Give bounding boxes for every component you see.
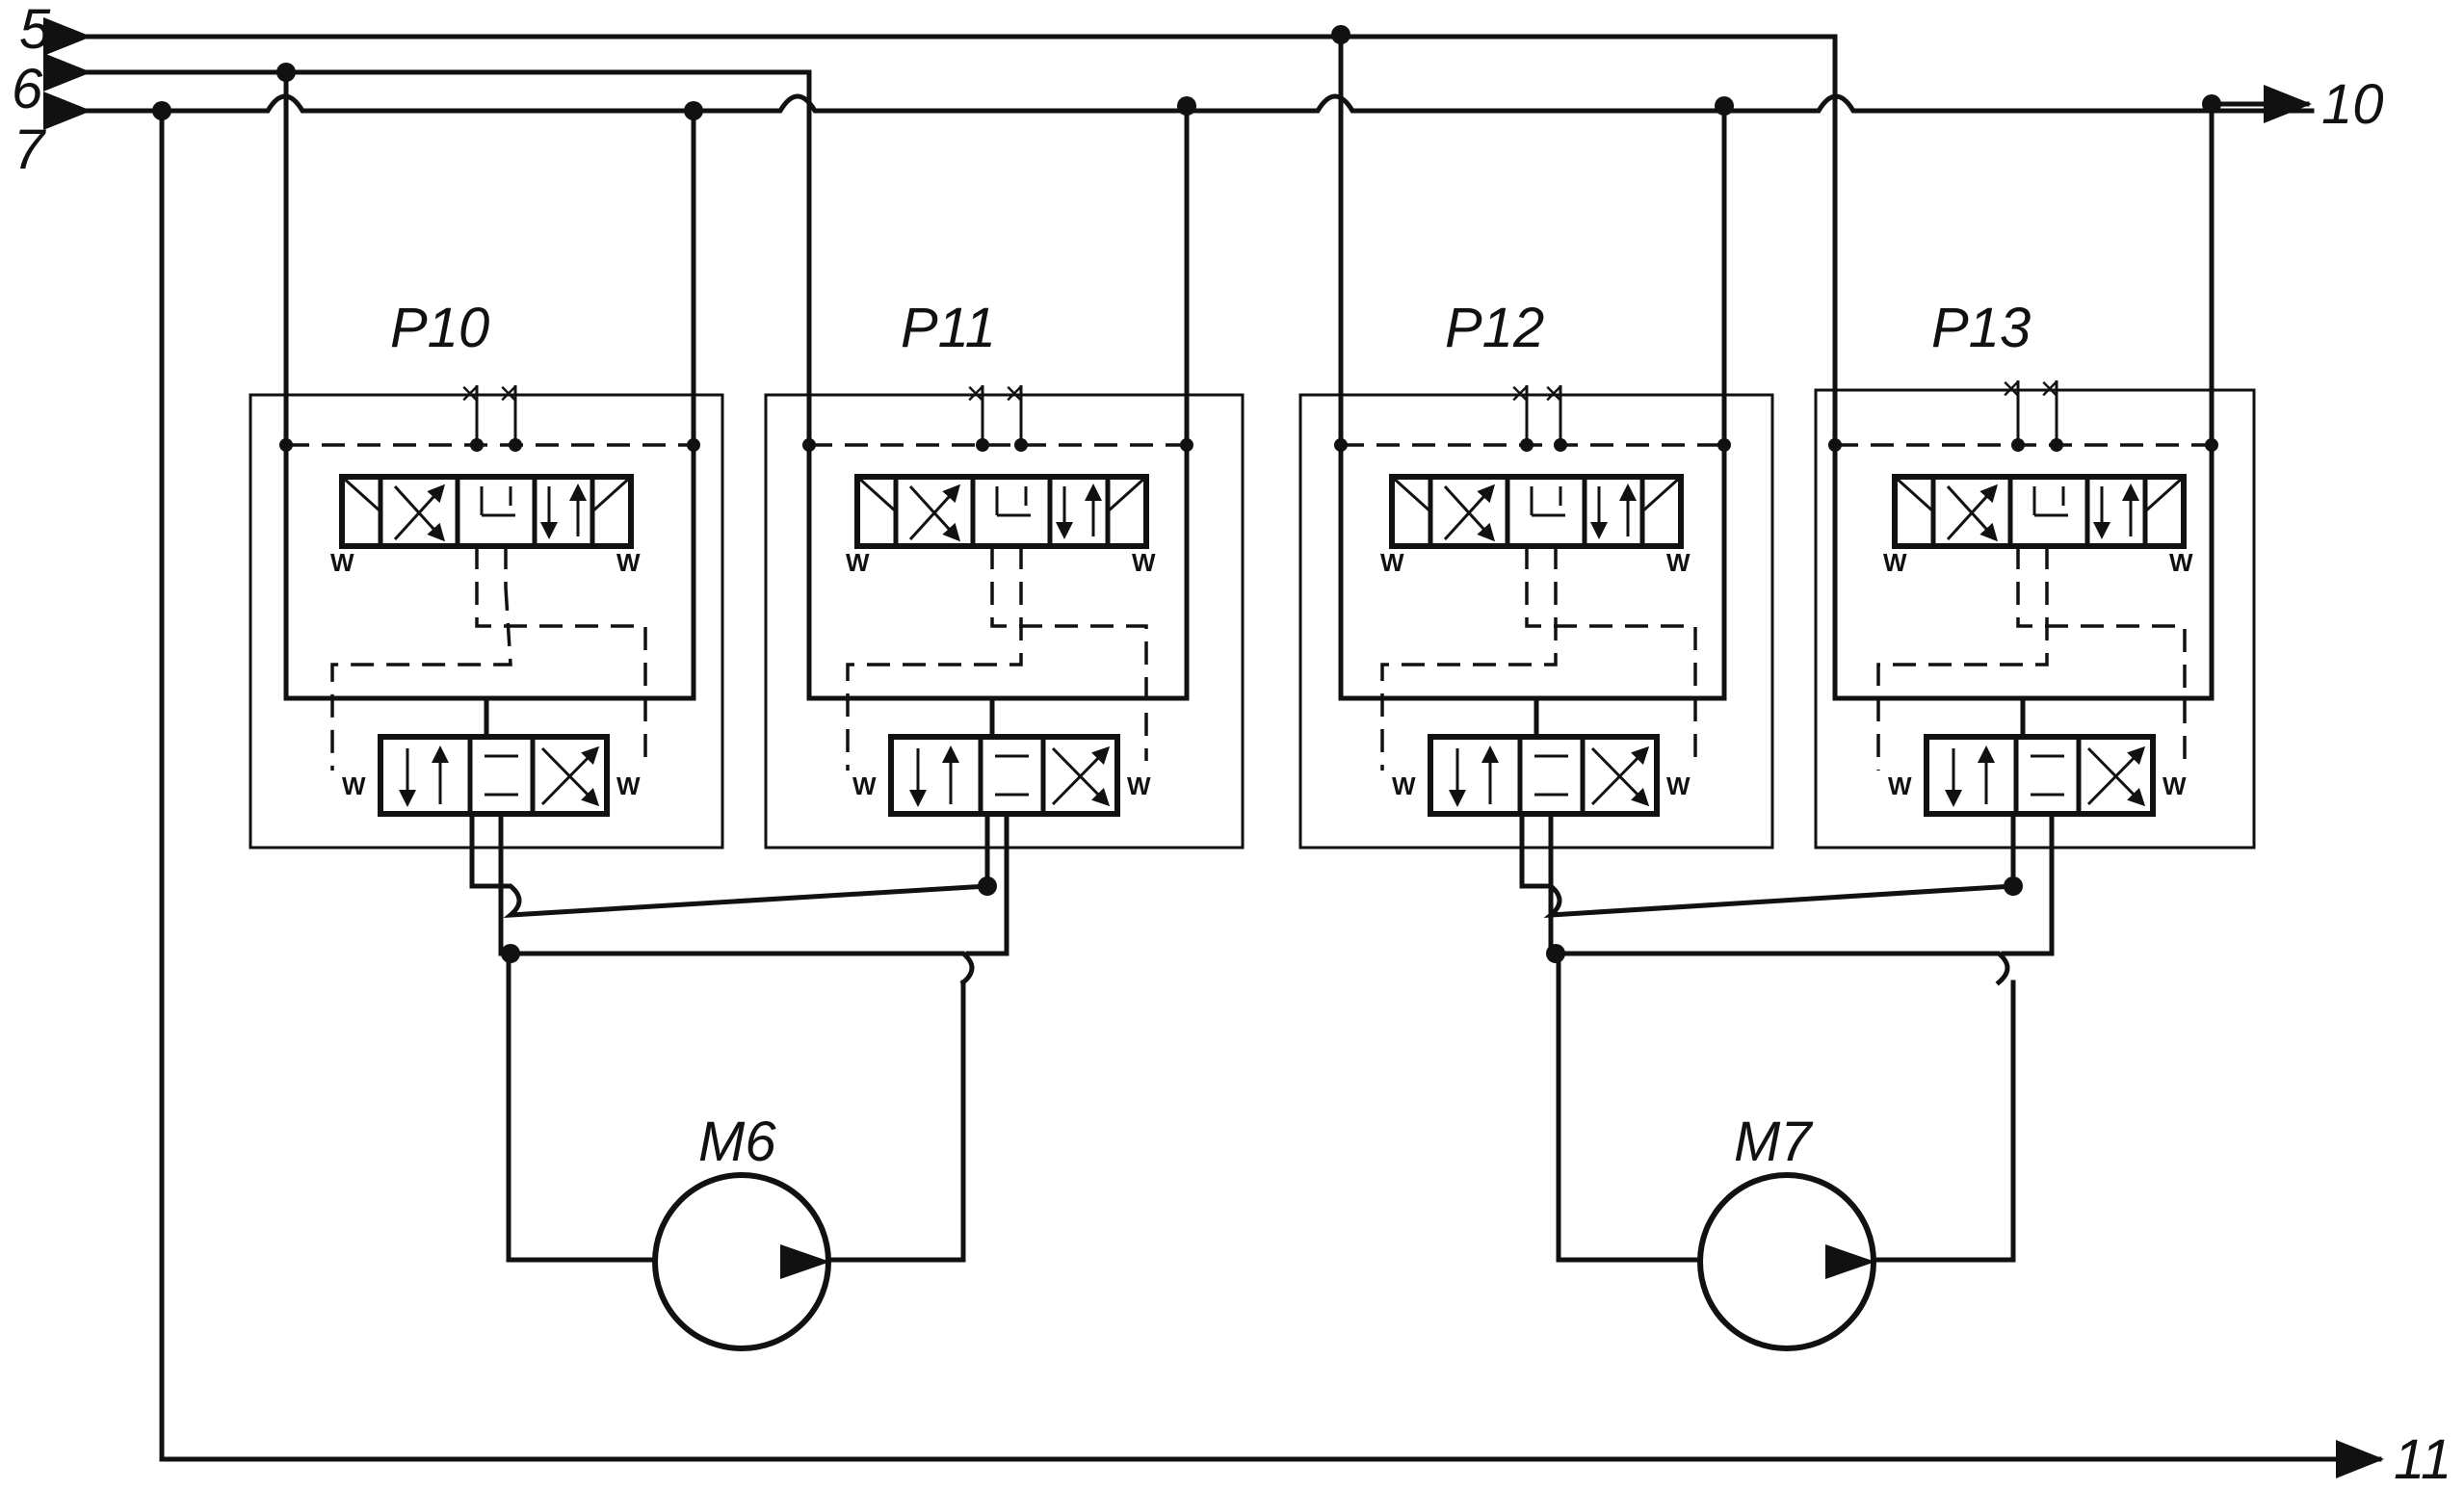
svg-text:×: × [966, 376, 985, 412]
motor-circuit-m6 [469, 811, 1009, 1351]
valve-group-p10: × × [249, 376, 724, 850]
line-7 [43, 91, 2315, 130]
motor-label-m6: M6 [698, 1111, 776, 1173]
valve-group-p12: × × [1298, 376, 1774, 850]
motor-label-m7: M7 [1734, 1111, 1814, 1173]
valve-label-p10: P10 [390, 297, 489, 359]
motor-circuit-m7 [1519, 811, 2055, 1351]
valve-group-p11: × × [764, 376, 1245, 850]
svg-text:×: × [2040, 371, 2059, 407]
valve-label-p11: P11 [901, 297, 996, 359]
svg-text:×: × [1005, 376, 1024, 412]
valve-group-p13: × × [1814, 371, 2256, 850]
svg-text:×: × [2002, 371, 2021, 407]
svg-text:×: × [460, 376, 480, 412]
line-11 [159, 108, 2384, 1478]
svg-text:×: × [1510, 376, 1530, 412]
port-label-6: 6 [12, 58, 43, 120]
supply-verticals [283, 34, 2215, 701]
svg-text:×: × [499, 376, 518, 412]
port-label-10: 10 [2321, 73, 2384, 136]
port-label-7: 7 [13, 118, 47, 181]
port-label-11: 11 [2394, 1428, 2451, 1490]
port-label-5: 5 [19, 0, 51, 61]
valve-label-p13: P13 [1931, 297, 2031, 359]
svg-text:×: × [1544, 376, 1563, 412]
valve-label-p12: P12 [1445, 297, 1544, 359]
top-junctions [152, 25, 2221, 120]
